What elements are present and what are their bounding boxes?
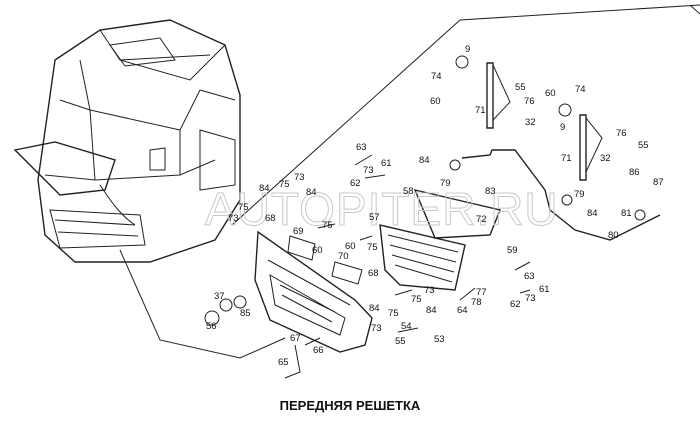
part-number-label: 74 — [431, 71, 442, 82]
part-number-label: 75 — [238, 202, 249, 213]
part-number-label: 87 — [653, 177, 664, 188]
part-number-label: 55 — [515, 82, 526, 93]
part-number-label: 75 — [388, 308, 399, 319]
part-number-label: 58 — [403, 186, 414, 197]
part-number-label: 81 — [621, 208, 632, 219]
part-number-label: 79 — [440, 178, 451, 189]
part-number-label: 80 — [608, 230, 619, 241]
part-number-label: 61 — [381, 158, 392, 169]
part-number-label: 63 — [356, 142, 367, 153]
part-number-label: 68 — [368, 268, 379, 279]
part-number-label: 32 — [525, 117, 536, 128]
part-number-label: 60 — [312, 245, 323, 256]
part-number-label: 66 — [313, 345, 324, 356]
part-number-label: 84 — [369, 303, 380, 314]
part-number-label: 84 — [426, 305, 437, 316]
part-number-label: 75 — [279, 179, 290, 190]
part-number-label: 75 — [411, 294, 422, 305]
part-number-label: 68 — [265, 213, 276, 224]
part-number-label: 55 — [638, 140, 649, 151]
part-number-label: 75 — [367, 242, 378, 253]
part-number-label: 73 — [424, 285, 435, 296]
part-number-label: 72 — [476, 214, 487, 225]
part-number-label: 84 — [259, 183, 270, 194]
part-number-label: 63 — [524, 271, 535, 282]
fasteners-drawing — [204, 154, 531, 379]
part-number-label: 84 — [587, 208, 598, 219]
part-number-label: 74 — [575, 84, 586, 95]
truck-cab-drawing — [13, 4, 700, 359]
part-number-label: 85 — [240, 308, 251, 319]
part-number-label: 73 — [371, 323, 382, 334]
part-number-label: 71 — [475, 105, 486, 116]
struts-and-cable-drawing — [449, 55, 661, 241]
part-number-label: 61 — [539, 284, 550, 295]
part-number-label: 57 — [369, 212, 380, 223]
part-number-label: 71 — [561, 153, 572, 164]
part-number-label: 78 — [471, 297, 482, 308]
part-number-label: 73 — [525, 293, 536, 304]
part-number-label: 53 — [434, 334, 445, 345]
part-number-label: 67 — [290, 333, 301, 344]
part-number-label: 77 — [476, 287, 487, 298]
part-number-label: 73 — [294, 172, 305, 183]
part-number-label: 60 — [545, 88, 556, 99]
watermark: AUTOPITER.RU — [205, 183, 559, 235]
part-number-label: 84 — [306, 187, 317, 198]
part-number-label: 76 — [616, 128, 627, 139]
diagram-title: ПЕРЕДНЯЯ РЕШЕТКА — [279, 398, 421, 413]
part-number-label: 9 — [560, 122, 565, 133]
part-number-label: 55 — [395, 336, 406, 347]
part-number-label: 37 — [214, 291, 225, 302]
part-number-label: 86 — [629, 167, 640, 178]
part-number-label: 56 — [206, 321, 217, 332]
part-number-label: 62 — [510, 299, 521, 310]
part-number-label: 84 — [419, 155, 430, 166]
part-number-label: 83 — [485, 186, 496, 197]
part-number-label: 70 — [338, 251, 349, 262]
part-number-label: 69 — [293, 226, 304, 237]
part-number-label: 73 — [228, 213, 239, 224]
part-number-label: 32 — [600, 153, 611, 164]
part-number-label: 62 — [350, 178, 361, 189]
part-number-label: 64 — [457, 305, 468, 316]
part-number-label: 60 — [345, 241, 356, 252]
part-number-label: 75 — [322, 220, 333, 231]
part-number-label: 65 — [278, 357, 289, 368]
part-number-label: 73 — [363, 165, 374, 176]
part-number-label: 76 — [524, 96, 535, 107]
part-number-label: 54 — [401, 321, 412, 332]
part-number-label: 59 — [507, 245, 518, 256]
part-number-label: 60 — [430, 96, 441, 107]
part-number-label: 9 — [465, 44, 470, 55]
part-number-label: 79 — [574, 189, 585, 200]
front-grille-drawing — [254, 189, 501, 353]
